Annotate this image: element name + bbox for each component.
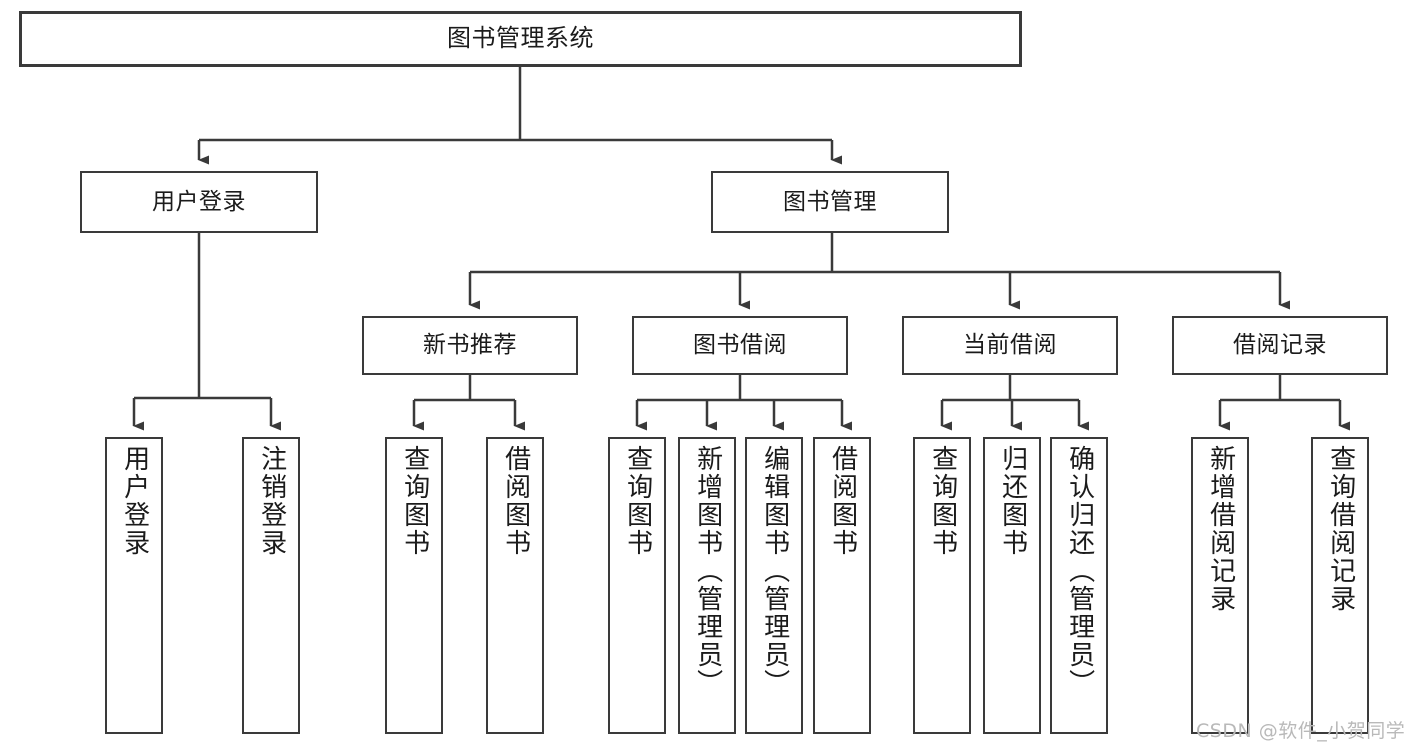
node-book-borrow[interactable]: 图书借阅: [632, 316, 848, 375]
leaf-records-add-record[interactable]: 新增借阅记录: [1191, 437, 1249, 734]
leaf-borrow-edit-book[interactable]: 编辑图书（管理员）: [745, 437, 803, 734]
leaf-borrow-borrow-book-label: 借阅图书: [827, 445, 858, 557]
leaf-newbook-query-book[interactable]: 查询图书: [385, 437, 443, 734]
leaf-user-login[interactable]: 用户登录: [105, 437, 163, 734]
node-root[interactable]: 图书管理系统: [19, 11, 1022, 67]
csdn-watermark: CSDN @软件_小贺同学: [1196, 720, 1405, 742]
node-current-borrow-label: 当前借阅: [963, 332, 1057, 359]
leaf-borrow-query-book[interactable]: 查询图书: [608, 437, 666, 734]
leaf-borrow-add-book[interactable]: 新增图书（管理员）: [678, 437, 736, 734]
node-root-label: 图书管理系统: [447, 24, 594, 53]
leaf-user-login-label: 用户登录: [119, 445, 150, 557]
leaf-newbook-borrow-book-label: 借阅图书: [500, 445, 531, 557]
leaf-current-confirm-return[interactable]: 确认归还（管理员）: [1050, 437, 1108, 734]
node-book-borrow-label: 图书借阅: [693, 332, 787, 359]
node-user-login-label: 用户登录: [152, 188, 246, 215]
node-user-login[interactable]: 用户登录: [80, 171, 318, 233]
node-book-management-label: 图书管理: [783, 188, 877, 215]
node-new-book-recommend-label: 新书推荐: [423, 332, 517, 359]
leaf-newbook-query-book-label: 查询图书: [399, 445, 430, 557]
leaf-current-confirm-return-label: 确认归还（管理员）: [1064, 445, 1095, 697]
leaf-borrow-add-book-label: 新增图书（管理员）: [692, 445, 723, 697]
leaf-current-return-book-label: 归还图书: [997, 445, 1028, 557]
leaf-records-query-record[interactable]: 查询借阅记录: [1311, 437, 1369, 734]
node-book-management[interactable]: 图书管理: [711, 171, 949, 233]
leaf-current-return-book[interactable]: 归还图书: [983, 437, 1041, 734]
leaf-user-logout[interactable]: 注销登录: [242, 437, 300, 734]
leaf-current-query-book[interactable]: 查询图书: [913, 437, 971, 734]
leaf-borrow-edit-book-label: 编辑图书（管理员）: [759, 445, 790, 697]
leaf-borrow-query-book-label: 查询图书: [622, 445, 653, 557]
leaf-borrow-borrow-book[interactable]: 借阅图书: [813, 437, 871, 734]
node-new-book-recommend[interactable]: 新书推荐: [362, 316, 578, 375]
leaf-records-add-record-label: 新增借阅记录: [1205, 445, 1236, 613]
leaf-records-query-record-label: 查询借阅记录: [1325, 445, 1356, 613]
node-borrow-records-label: 借阅记录: [1233, 332, 1327, 359]
leaf-current-query-book-label: 查询图书: [927, 445, 958, 557]
leaf-newbook-borrow-book[interactable]: 借阅图书: [486, 437, 544, 734]
node-current-borrow[interactable]: 当前借阅: [902, 316, 1118, 375]
node-borrow-records[interactable]: 借阅记录: [1172, 316, 1388, 375]
leaf-user-logout-label: 注销登录: [256, 445, 287, 557]
